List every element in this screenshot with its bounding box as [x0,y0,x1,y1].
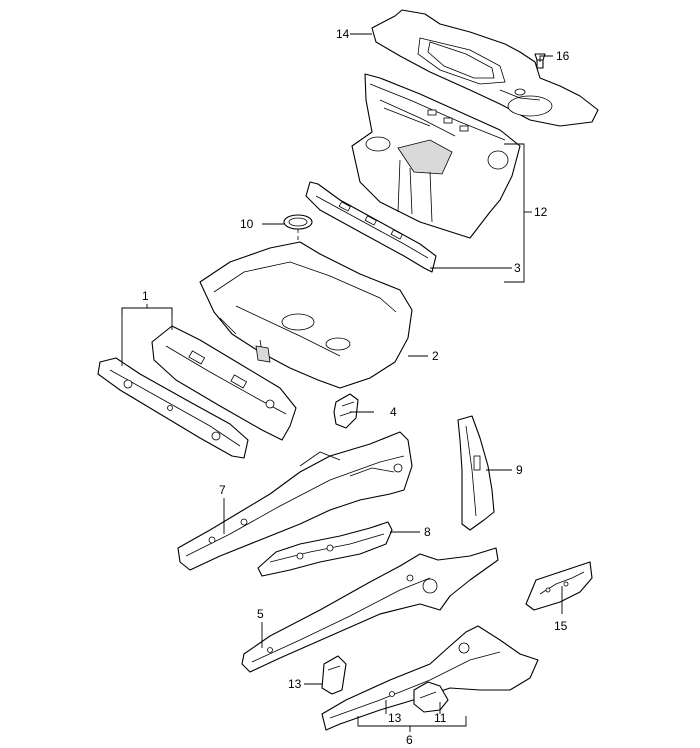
callout-labels: 14 16 12 3 10 1 2 4 9 7 8 5 15 13 13 11 … [142,27,570,747]
callout-7: 7 [219,483,226,497]
callout-5: 5 [257,607,264,621]
callout-8: 8 [424,525,431,539]
callout-15: 15 [554,619,568,633]
part-8-rail [257,521,393,577]
callout-1: 1 [142,289,149,303]
part-5-lower-member [241,547,499,673]
part-7-longitudinal-member [177,431,413,571]
part-4-bracket [333,393,359,429]
callout-14: 14 [336,27,350,41]
part-3-cross-member [305,181,437,273]
part-6-side-rail [321,625,539,731]
callout-3: 3 [514,261,521,275]
part-14-top-cover [371,9,599,127]
part-2-floor-pan [199,241,413,389]
callout-16: 16 [556,49,570,63]
callout-11: 11 [434,711,447,725]
part-1-side-member-right [151,325,297,441]
callout-10: 10 [240,217,254,231]
part-11-bracket [413,681,449,713]
part-1-side-member-left [97,357,249,459]
callout-9: 9 [516,463,523,477]
part-15-bracket [525,561,593,611]
callout-13-lower: 13 [388,711,402,725]
callout-4: 4 [390,405,397,419]
part-13-bracket [321,655,347,695]
part-12-rear-bulkhead [351,73,521,239]
callout-13-upper: 13 [288,677,302,691]
callout-2: 2 [432,349,439,363]
callout-12: 12 [534,205,548,219]
leader-lines [121,33,563,732]
part-9-pillar [457,415,495,531]
callout-6: 6 [406,733,413,747]
